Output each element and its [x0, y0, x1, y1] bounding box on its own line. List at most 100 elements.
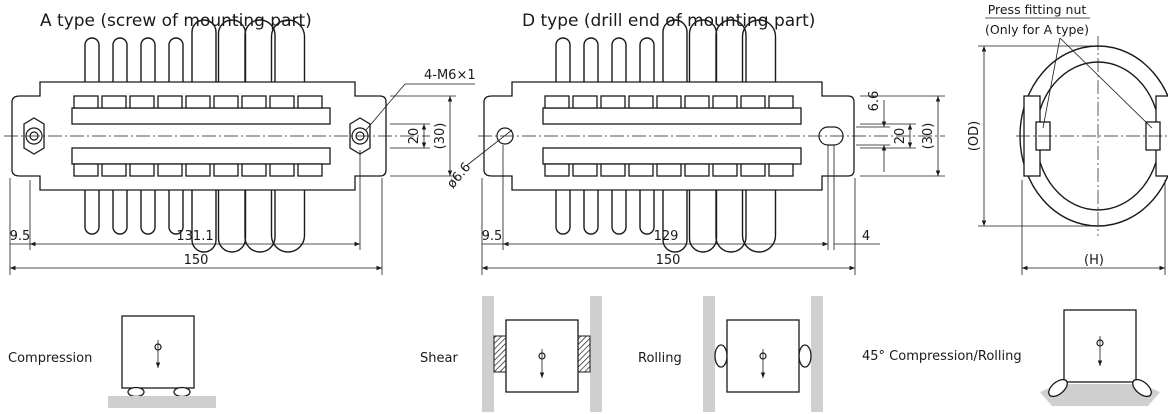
coil-loop — [688, 190, 718, 253]
clamp-block — [684, 95, 710, 109]
shear-isolator-left — [493, 335, 507, 373]
coil-loop — [741, 19, 777, 82]
a-dim-131: 131.1 — [176, 229, 213, 244]
coil-loop — [244, 190, 276, 253]
clamp-block — [600, 95, 626, 109]
shear-wall-left — [482, 296, 494, 412]
clamp-block — [101, 163, 127, 177]
clamp-block — [241, 163, 267, 177]
rolling-label: Rolling — [638, 351, 682, 366]
coil-loop — [140, 37, 156, 82]
clamp-block — [73, 95, 99, 109]
compression-rolling-isolator-left — [1048, 378, 1068, 398]
clamp-block — [740, 163, 766, 177]
d-type-lower-retainer — [542, 147, 802, 165]
compression-diagram: Compression — [8, 315, 216, 408]
side-view: (OD) (H) — [967, 36, 1168, 275]
a-dim-phi: ø6.6 — [444, 160, 474, 192]
clamp-block — [768, 95, 794, 109]
coil-loop — [140, 190, 156, 235]
clamp-block — [185, 163, 211, 177]
d-type-upper-coils — [555, 19, 777, 82]
coil-loop — [555, 190, 571, 235]
clamp-block — [544, 95, 570, 109]
coil-loop — [270, 19, 306, 82]
clamp-block — [101, 95, 127, 109]
note-leader — [1059, 37, 1153, 129]
clamp-block — [185, 95, 211, 109]
shear-wall-right — [590, 296, 602, 412]
coil-loop — [217, 190, 247, 253]
thread-leader — [365, 83, 406, 131]
coil-loop — [84, 37, 100, 82]
clamp-block — [213, 95, 239, 109]
compression-floor — [108, 396, 216, 408]
clamp-block — [213, 163, 239, 177]
coil-loop — [611, 190, 627, 235]
d-type-view: ø6.6 6.6 20 (30) 9.5 129 4 150 — [444, 19, 945, 275]
press-fitting-note: Press fitting nut — [988, 2, 1087, 17]
clamp-block — [129, 163, 155, 177]
rolling-diagram: Rolling — [638, 296, 823, 412]
clamp-block — [572, 95, 598, 109]
compression-isolator — [173, 386, 191, 398]
coil-loop — [244, 19, 276, 82]
clamp-block — [712, 95, 738, 109]
compression-isolator — [127, 386, 145, 398]
clamp-block — [129, 95, 155, 109]
coil-loop — [84, 190, 100, 235]
rolling-isolator-right — [798, 344, 812, 368]
coil-loop — [112, 37, 128, 82]
clamp-block — [297, 163, 323, 177]
a-dim-150: 150 — [184, 253, 209, 268]
a-type-lower-retainer — [71, 147, 331, 165]
d-type-upper-retainer — [542, 107, 802, 125]
a-dim-20: 20 — [407, 128, 422, 145]
a-type-upper-coils — [84, 19, 306, 82]
hole-leader — [465, 129, 513, 167]
d-dim-30: (30) — [921, 123, 936, 150]
compression-rolling-diagram: 45° Compression/Rolling — [862, 309, 1160, 406]
a-type-thread-label: 4-M6×1 — [424, 68, 476, 83]
coil-loop — [191, 19, 217, 82]
a-type-upper-retainer — [71, 107, 331, 125]
compression-rolling-isolator-right — [1132, 378, 1152, 398]
a-type-title: A type (screw of mounting part) — [40, 11, 312, 31]
coil-loop — [639, 37, 655, 82]
clamp-block — [656, 95, 682, 109]
rolling-wall-right — [811, 296, 823, 412]
clamp-block — [656, 163, 682, 177]
coil-loop — [583, 190, 599, 235]
shear-diagram: Shear — [420, 296, 602, 412]
coil-loop — [611, 37, 627, 82]
coil-loop — [555, 37, 571, 82]
clamp-block — [157, 163, 183, 177]
d-dim-20: 20 — [893, 128, 908, 145]
d-dim-4: 4 — [862, 229, 870, 244]
clamp-block — [157, 95, 183, 109]
compression-rolling-vbase — [1040, 384, 1160, 406]
clamp-block — [628, 95, 654, 109]
clamp-block — [572, 163, 598, 177]
compression-rolling-label: 45° Compression/Rolling — [862, 349, 1022, 364]
clamp-block — [600, 163, 626, 177]
clamp-block — [684, 163, 710, 177]
clamp-block — [297, 95, 323, 109]
coil-loop — [639, 190, 655, 235]
coil-loop — [741, 190, 777, 253]
clamp-block — [269, 95, 295, 109]
clamp-block — [241, 95, 267, 109]
compression-label: Compression — [8, 351, 92, 366]
clamp-block — [73, 163, 99, 177]
od-dim: (OD) — [967, 121, 982, 151]
d-dim-129: 129 — [654, 229, 679, 244]
coil-loop — [715, 190, 747, 253]
a-type-view: 4-M6×1 20 (30) 9.5 131.1 150 — [4, 19, 476, 275]
a-type-clamp-blocks — [73, 95, 323, 177]
clamp-block — [269, 163, 295, 177]
d-type-clamp-blocks — [544, 95, 794, 177]
coil-loop — [583, 37, 599, 82]
coil-loop — [168, 37, 184, 82]
coil-loop — [112, 190, 128, 235]
coil-loop — [715, 19, 747, 82]
